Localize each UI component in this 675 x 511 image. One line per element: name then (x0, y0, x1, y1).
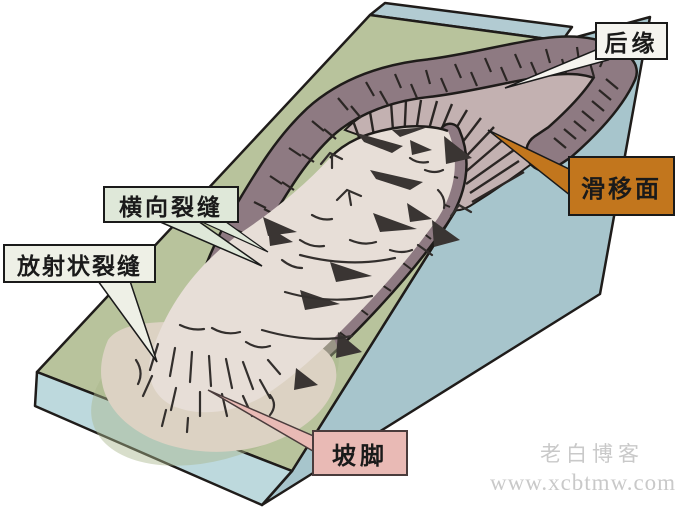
label-sliding-surface: 滑移面 (568, 156, 675, 216)
label-slope-toe-text: 坡脚 (332, 443, 388, 470)
label-slope-toe: 坡脚 (312, 430, 408, 476)
transverse-crack-lines (260, 151, 473, 340)
label-transverse-cracks: 横向裂缝 (103, 186, 239, 223)
label-sliding-surface-text: 滑移面 (581, 176, 662, 203)
label-transverse-cracks-text: 横向裂缝 (119, 194, 223, 220)
watermark-site-url: www.xcbtmw.com (490, 470, 675, 495)
slide-body (149, 125, 473, 413)
label-radial-cracks: 放射状裂缝 (3, 244, 156, 283)
label-radial-cracks-text: 放射状裂缝 (17, 253, 142, 279)
label-rear-edge: 后缘 (595, 22, 668, 60)
transverse-crack-wedges (263, 127, 472, 390)
rear-scarp (185, 35, 638, 348)
watermark-site-name: 老白博客 (540, 442, 644, 466)
label-rear-edge-text: 后缘 (604, 31, 659, 56)
